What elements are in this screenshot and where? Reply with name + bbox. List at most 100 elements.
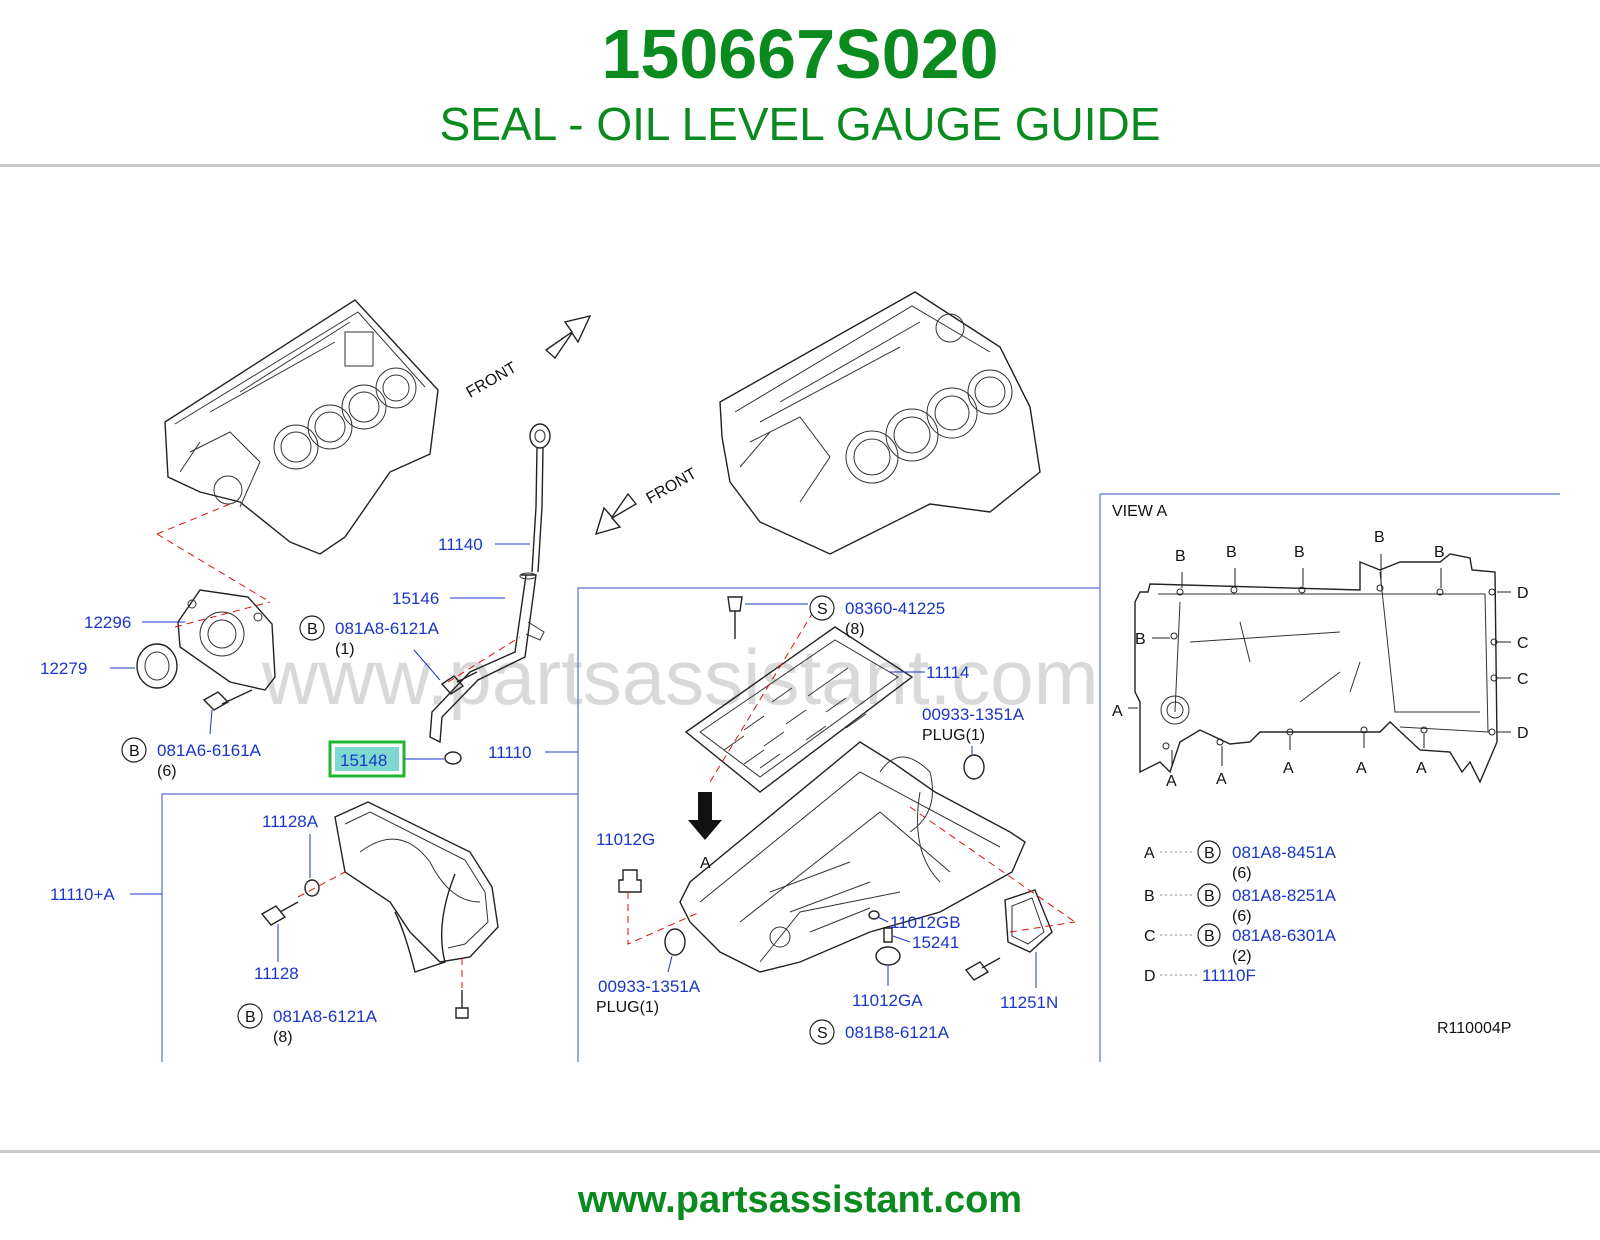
svg-text:B: B <box>1434 544 1445 561</box>
part-number-title: 150667S020 <box>601 15 999 93</box>
bolt-b3-badge: B <box>245 1009 256 1026</box>
part-label-11012gb[interactable]: 11012GB <box>890 913 961 932</box>
footer-website-url[interactable]: www.partsassistant.com <box>577 1179 1023 1221</box>
engine-block-left <box>164 299 439 555</box>
bolt-081b8 <box>964 957 1001 981</box>
part-label-11251n[interactable]: 11251N <box>1000 993 1058 1012</box>
bolt-s2-badge: S <box>817 1025 828 1042</box>
view-a-title: VIEW A <box>1112 503 1167 520</box>
svg-text:(2): (2) <box>1232 948 1252 965</box>
part-label-15146[interactable]: 15146 <box>392 589 439 608</box>
svg-text:C: C <box>1517 671 1529 688</box>
svg-text:B: B <box>1226 544 1237 561</box>
svg-text:A: A <box>1144 845 1155 862</box>
part-label-12279[interactable]: 12279 <box>40 659 87 678</box>
plug-lower-gasket <box>664 928 686 956</box>
svg-text:C: C <box>1517 635 1529 652</box>
view-a-point-labels: B B B B B B D C C D A A A A A A <box>1112 529 1529 790</box>
svg-text:D: D <box>1144 968 1156 985</box>
svg-text:A: A <box>1112 703 1123 720</box>
front-label-lower: FRONT <box>644 465 700 507</box>
seal-oil-level-gauge-guide <box>444 751 462 765</box>
part-label-11128a[interactable]: 11128A <box>262 812 319 831</box>
view-a-arrow <box>688 792 722 840</box>
part-label-11110[interactable]: 11110 <box>488 743 532 762</box>
svg-text:A: A <box>1216 771 1227 788</box>
svg-text:A: A <box>1166 773 1177 790</box>
baffle-screw <box>727 596 743 639</box>
part-label-11012g[interactable]: 11012G <box>596 830 655 849</box>
oil-pan-upper <box>679 741 1026 973</box>
part-label-15148-highlighted[interactable]: 15148 <box>340 751 387 770</box>
svg-text:B: B <box>1374 529 1385 546</box>
part-label-11012ga[interactable]: 11012GA <box>852 991 923 1010</box>
bolt-b2-badge: B <box>129 743 140 760</box>
svg-text:081A8-6301A: 081A8-6301A <box>1232 926 1337 945</box>
part-label-12296[interactable]: 12296 <box>84 613 131 632</box>
plug-upper-gasket <box>963 754 985 780</box>
washer-11128a <box>304 879 320 897</box>
svg-text:(6): (6) <box>1232 908 1252 925</box>
svg-text:081A8-8451A: 081A8-8451A <box>1232 843 1337 862</box>
oil-pan-lower <box>334 801 499 973</box>
oil-level-gauge <box>529 423 551 573</box>
oil-level-gauge-guide <box>429 572 545 744</box>
svg-text:D: D <box>1517 585 1529 602</box>
svg-text:081A8-8251A: 081A8-8251A <box>1232 886 1337 905</box>
o-ring-11012ga <box>875 946 901 966</box>
parts-diagram: www.partsassistant.com <box>40 291 1560 1062</box>
washer-11012gb <box>868 910 880 920</box>
part-label-11128[interactable]: 11128 <box>254 964 299 983</box>
bolt-s2-part[interactable]: 081B8-6121A <box>845 1023 950 1042</box>
part-label-plug-lower[interactable]: 00933-1351A <box>598 977 701 996</box>
bolt-b1-qty: (1) <box>335 641 355 658</box>
rear-oil-seal <box>136 643 178 689</box>
part-label-plug-upper[interactable]: 00933-1351A <box>922 705 1025 724</box>
bolt-gauge-guide <box>440 671 478 695</box>
svg-text:(6): (6) <box>1232 865 1252 882</box>
svg-text:B: B <box>1204 928 1215 945</box>
footer-divider <box>0 1150 1600 1153</box>
part-label-11110-a[interactable]: 11110+A <box>50 885 115 904</box>
svg-text:B: B <box>1144 888 1155 905</box>
svg-text:B: B <box>1204 888 1215 905</box>
frame-oil-pan-lower <box>161 793 578 1062</box>
bolt-oil-pan-lower <box>455 990 469 1019</box>
header-divider <box>0 164 1600 167</box>
bolt-b1-badge: B <box>307 621 318 638</box>
part-name-subtitle: SEAL - OIL LEVEL GAUGE GUIDE <box>439 98 1161 150</box>
svg-text:C: C <box>1144 928 1156 945</box>
svg-text:B: B <box>1294 544 1305 561</box>
view-a-oil-pan-outline <box>1134 553 1498 784</box>
front-arrow-lower <box>594 492 638 536</box>
svg-text:B: B <box>1135 631 1146 648</box>
screw-s1-part[interactable]: 08360-41225 <box>845 599 945 618</box>
drain-plug-11128 <box>260 901 299 926</box>
plug-lower-label: PLUG(1) <box>596 999 659 1016</box>
bolt-b3-part[interactable]: 081A8-6121A <box>273 1007 378 1026</box>
svg-text:D: D <box>1517 725 1529 742</box>
watermark: www.partsassistant.com <box>261 633 1099 721</box>
svg-text:A: A <box>1416 760 1427 777</box>
oil-pan-baffle <box>684 626 914 793</box>
bolt-rear-cover <box>202 689 253 711</box>
part-label-11114[interactable]: 11114 <box>926 663 970 682</box>
engine-block-right <box>719 291 1041 555</box>
part-label-15241[interactable]: 15241 <box>912 933 959 952</box>
front-label-upper: FRONT <box>464 359 520 401</box>
screw-s1-badge: S <box>817 601 828 618</box>
drain-plug-11012g <box>618 869 642 893</box>
svg-text:11110F: 11110F <box>1202 966 1256 985</box>
part-label-11140[interactable]: 11140 <box>438 535 483 554</box>
connector-15241 <box>883 927 893 943</box>
bolt-b2-part[interactable]: 081A6-6161A <box>157 741 262 760</box>
view-a-bolt-points <box>1128 554 1511 766</box>
bolt-b1-part[interactable]: 081A8-6121A <box>335 619 440 638</box>
view-a-legend: A B 081A8-8451A (6) B B 081A8-8251A (6) … <box>1144 840 1337 985</box>
highlight-fill-15148 <box>335 747 399 771</box>
rear-oil-seal-retainer <box>177 589 276 691</box>
screw-s1-qty: (8) <box>845 621 865 638</box>
frame-main <box>577 493 1560 1062</box>
svg-text:B: B <box>1175 548 1186 565</box>
bolt-b3-qty: (8) <box>273 1029 293 1046</box>
